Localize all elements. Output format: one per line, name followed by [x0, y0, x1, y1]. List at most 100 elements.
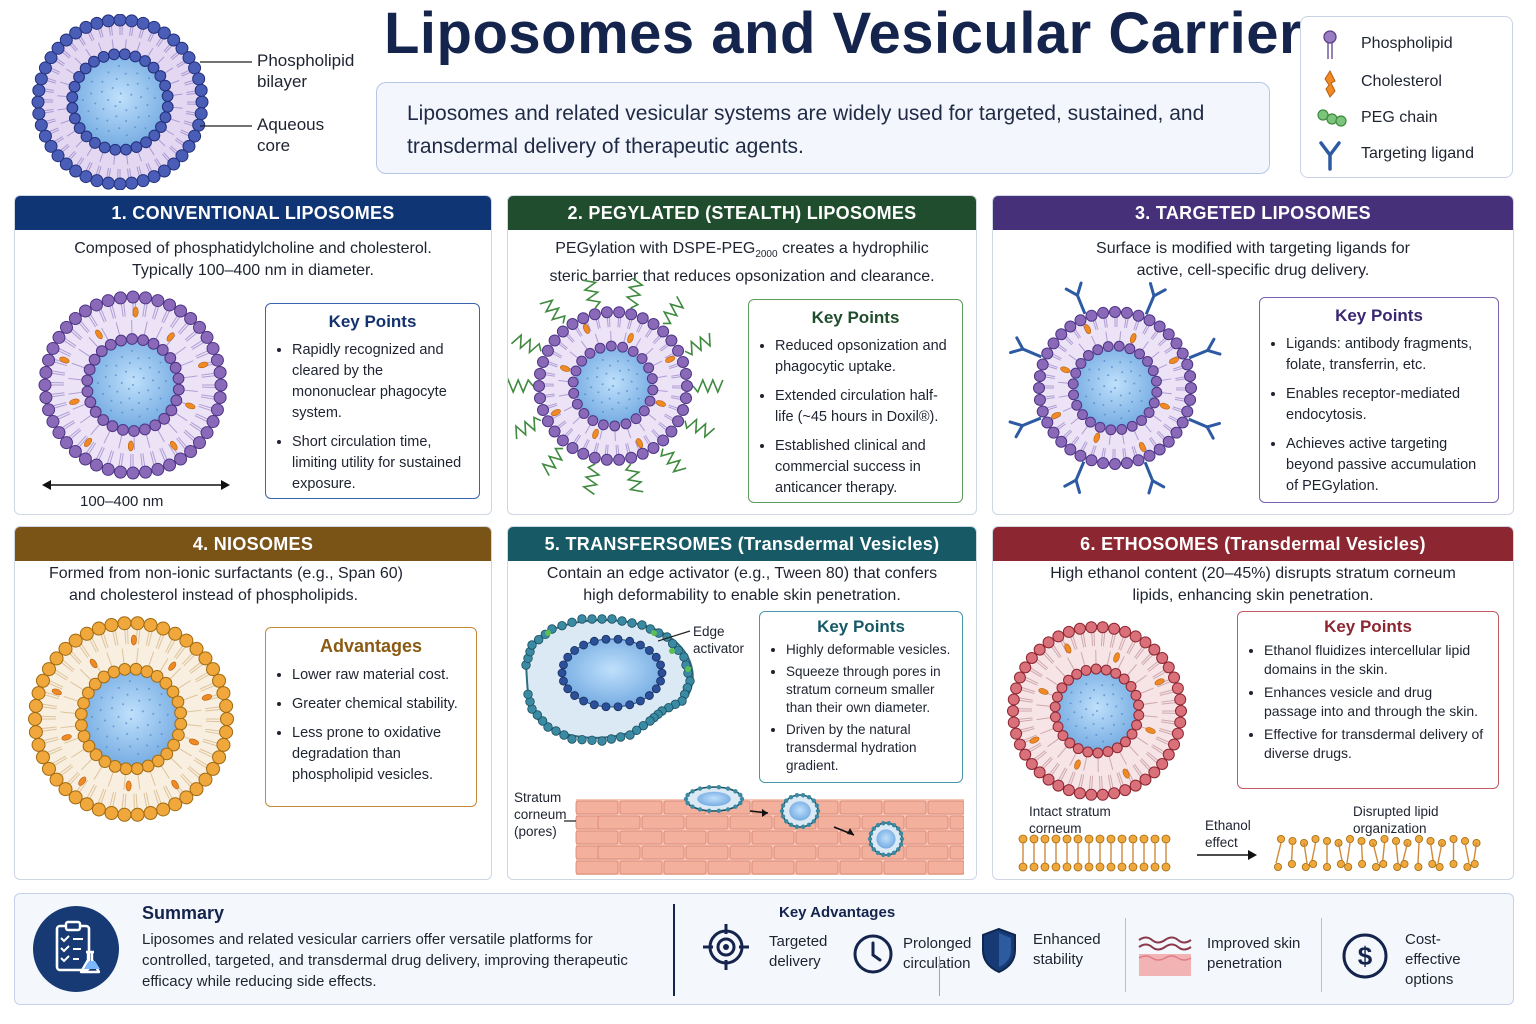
head-group: [1062, 784, 1075, 797]
head-group: [200, 426, 214, 440]
panel-ethosomes: 6. ETHOSOMES (Transdermal Vesicles) High…: [992, 526, 1514, 880]
cholesterol-molecule: [171, 779, 179, 790]
head-group: [679, 367, 692, 380]
head-group: [38, 378, 52, 392]
niosome-diagram: [28, 616, 234, 822]
head-group: [1082, 746, 1094, 758]
head-group: [156, 344, 169, 356]
head-group: [101, 462, 115, 476]
cholesterol-molecule: [1051, 411, 1062, 419]
advantage-point: Greater chemical stability.: [292, 694, 466, 715]
edge-activator-molecule: [651, 630, 657, 636]
head-group: [1010, 682, 1023, 695]
head-group: [1041, 416, 1054, 429]
head-group: [213, 365, 227, 379]
advantage-enhanced-stability: Enhanced stability: [979, 894, 1129, 1004]
head-group: [46, 415, 60, 429]
cholesterol-molecule: [1154, 678, 1165, 686]
target-icon: [703, 924, 749, 970]
panel-header: 2. PEGYLATED (STEALTH) LIPOSOMES: [508, 196, 976, 230]
head-group: [108, 48, 120, 61]
pegylated-liposome-diagram: [508, 278, 724, 496]
advantage-label: Targeted delivery: [769, 933, 828, 970]
head-group: [1073, 622, 1086, 635]
head-group: [159, 79, 172, 92]
summary-divider: [673, 904, 675, 996]
key-points-title: Key Points: [1335, 306, 1423, 325]
head-group: [578, 408, 590, 419]
head-group: [147, 61, 160, 74]
head-group: [643, 362, 655, 374]
head-group: [31, 737, 46, 752]
head-group: [113, 14, 127, 27]
head-group: [79, 797, 94, 812]
peg-chain: [508, 377, 534, 395]
head-group: [537, 404, 550, 417]
targeting-ligand: [1009, 336, 1042, 359]
head-group: [128, 425, 140, 437]
head-group: [174, 717, 188, 731]
svg-text:$: $: [1358, 941, 1373, 971]
head-group: [78, 304, 92, 318]
head-group: [167, 157, 181, 171]
disrupted-lipid-array: [1273, 835, 1481, 871]
cholesterol-molecule: [125, 780, 132, 792]
head-group: [157, 26, 171, 40]
head-group: [548, 425, 561, 438]
head-group: [49, 651, 64, 666]
summary-title: Summary: [142, 903, 225, 923]
head-group: [1176, 416, 1189, 429]
head-group: [147, 170, 161, 184]
head-group: [210, 353, 224, 367]
head-group: [140, 136, 152, 149]
head-group: [1134, 348, 1145, 360]
head-group: [206, 662, 221, 677]
head-group: [143, 805, 158, 820]
head-group: [172, 383, 185, 396]
head-group: [566, 318, 579, 331]
head-group: [1073, 787, 1086, 800]
head-group: [81, 374, 94, 387]
cholesterol-molecule: [78, 776, 87, 786]
key-points-title: Key Points: [1324, 617, 1412, 636]
head-group: [1102, 341, 1114, 352]
key-advantages-title: Key Advantages: [779, 904, 896, 921]
head-group: [88, 677, 102, 691]
cholesterol-molecule: [550, 409, 561, 417]
head-group: [74, 707, 88, 721]
key-point: Ligands: antibody fragments, folate, tra…: [1286, 334, 1488, 376]
head-group: [1109, 458, 1121, 470]
penetrating-vesicle: [867, 821, 905, 857]
head-group: [150, 669, 164, 683]
cholesterol-molecule: [61, 734, 72, 741]
head-group: [68, 790, 83, 805]
cholesterol-molecule: [132, 306, 139, 318]
head-group: [1085, 416, 1096, 428]
niosome-vesicle: [28, 616, 234, 822]
legend-item-targeting-ligand: Targeting ligand: [1301, 139, 1514, 171]
head-group: [172, 728, 185, 742]
head-group: [1162, 328, 1175, 341]
targeting-ligand: [1063, 461, 1086, 494]
head-group: [129, 662, 143, 676]
head-group: [155, 121, 167, 133]
head-group: [1102, 746, 1114, 758]
head-group: [1133, 699, 1145, 711]
head-group: [117, 423, 129, 436]
advantage-label: Prolonged circulation: [903, 935, 972, 972]
head-group: [665, 334, 678, 347]
head-group: [613, 306, 626, 319]
hero-pointer-lines: [200, 61, 252, 127]
head-group: [117, 616, 132, 631]
legend-label: PEG chain: [1361, 109, 1438, 126]
penetrating-vesicle: [683, 784, 745, 814]
head-group: [68, 112, 81, 125]
head-group: [154, 70, 167, 82]
head-group: [1126, 420, 1138, 432]
head-group: [1007, 705, 1019, 717]
shield-icon: [982, 927, 1016, 974]
head-group: [1047, 337, 1060, 350]
head-group: [182, 139, 196, 153]
head-group: [151, 754, 165, 768]
head-group: [1010, 727, 1023, 740]
